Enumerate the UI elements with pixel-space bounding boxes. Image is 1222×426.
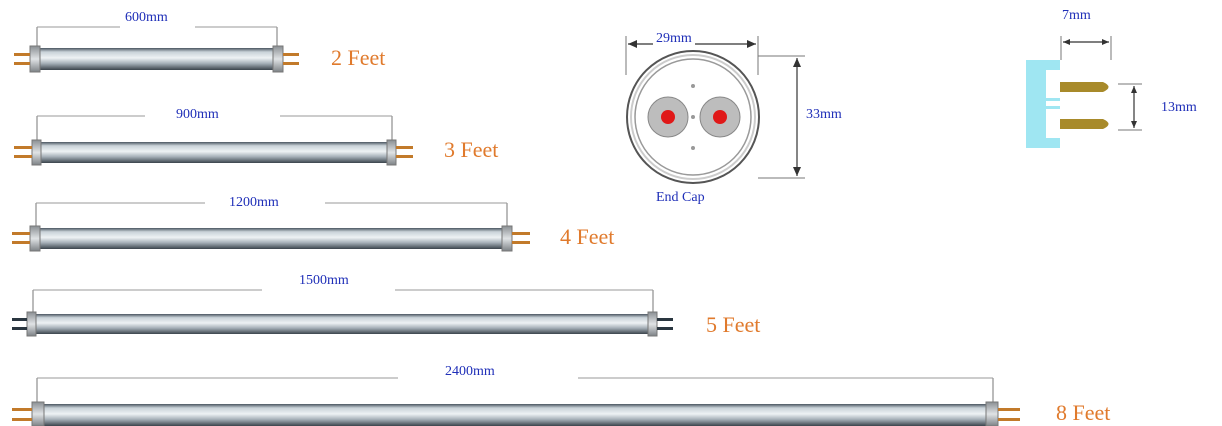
end-cap-width-label: 29mm xyxy=(653,31,695,47)
pin-spacing-label: 13mm xyxy=(1161,100,1197,115)
tube-2-feet xyxy=(14,26,299,73)
tube-5-feet xyxy=(12,289,673,337)
tube-3-feet xyxy=(14,115,413,166)
tube-size-label: 2 Feet xyxy=(331,45,386,70)
end-cap-label: End Cap xyxy=(656,190,705,205)
tube-4-feet xyxy=(12,202,530,252)
tube-length-label: 600mm xyxy=(122,10,171,26)
tube-8-feet xyxy=(12,377,1020,426)
tube-size-label: 5 Feet xyxy=(706,312,761,337)
tube-length-label: 1200mm xyxy=(226,195,282,211)
pin-length-label: 7mm xyxy=(1062,8,1091,23)
end-cap-drawing xyxy=(625,36,805,184)
tube-length-label: 1500mm xyxy=(296,273,352,289)
tube-length-label: 900mm xyxy=(173,107,222,123)
tube-size-label: 3 Feet xyxy=(444,137,499,162)
tube-length-label: 2400mm xyxy=(442,364,498,380)
pin-side-drawing xyxy=(1026,36,1142,148)
end-cap-height-label: 33mm xyxy=(806,107,842,122)
tube-size-label: 8 Feet xyxy=(1056,400,1111,425)
tube-size-label: 4 Feet xyxy=(560,224,615,249)
